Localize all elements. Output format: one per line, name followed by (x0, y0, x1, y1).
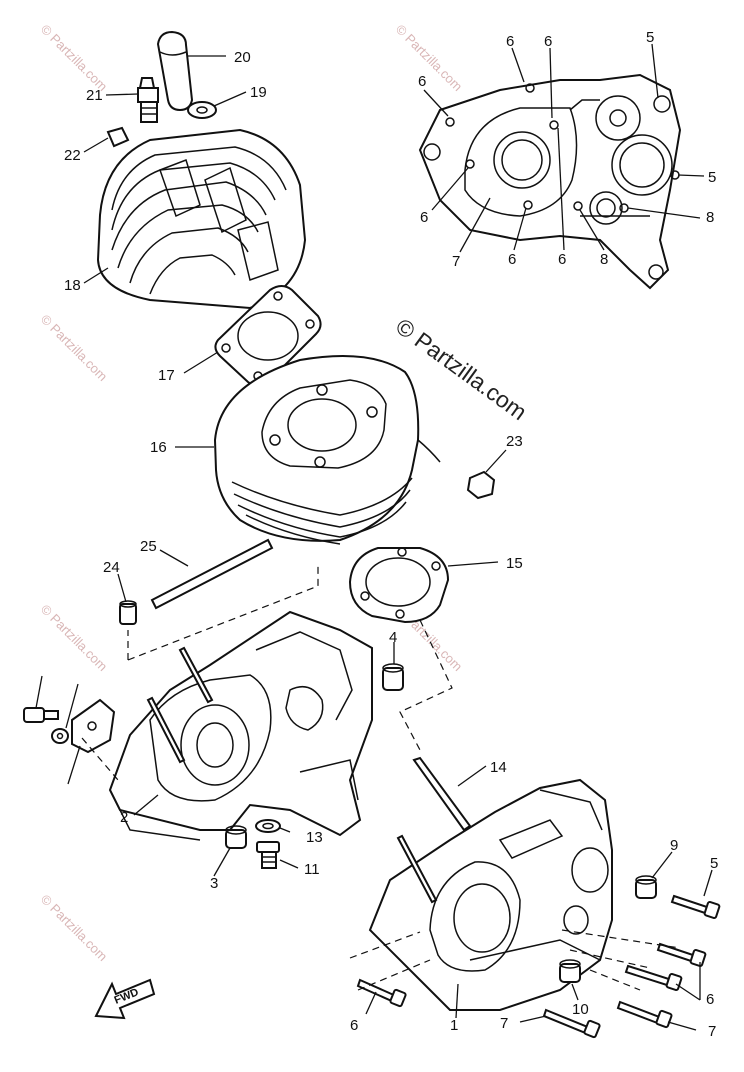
watermark-text: © Partzilla.com (393, 22, 466, 95)
callout-10: 13 (306, 829, 323, 846)
callout-14: 17 (158, 367, 175, 384)
watermark-text: © Partzilla.com (38, 602, 111, 675)
part-12-base-gasket (348, 547, 450, 624)
part-7-bolt (616, 1000, 673, 1029)
part-9-drain-plug (256, 841, 280, 869)
part-24-bolt (23, 707, 59, 723)
callout-12: 15 (506, 555, 523, 572)
callout-8: 9 (670, 837, 678, 854)
fwd-arrow-icon: FWD (94, 978, 156, 1020)
part-25-washer (51, 728, 69, 744)
part-22-rod (150, 538, 274, 610)
watermark-text: © Partzilla.com (38, 892, 111, 965)
callout-7: 8 (706, 209, 714, 226)
callout-2: 2 (120, 809, 128, 826)
part-6-bolt (624, 964, 683, 991)
part-11-stud (412, 756, 472, 832)
callout-9: 11 (304, 861, 320, 878)
callout-6: 6 (350, 1017, 358, 1034)
leader-lines (35, 43, 713, 1031)
callout-7: 7 (708, 1023, 716, 1040)
callout-8: 10 (572, 1001, 589, 1018)
callout-6: 6 (508, 251, 516, 268)
callout-20: 23 (506, 433, 523, 450)
part-20-nut (466, 470, 496, 500)
callout-7: 7 (452, 253, 460, 270)
callout-19: 22 (64, 147, 81, 164)
part-7-bolt (542, 1008, 601, 1039)
watermark-text: © Partzilla.com (38, 312, 111, 385)
callout-3: 3 (210, 875, 218, 892)
part-8-collar (559, 959, 581, 983)
part-5-bolt (670, 894, 721, 919)
part-17-pin (156, 30, 194, 112)
part-18-spark-plug (137, 77, 159, 123)
callouts: 20 19 21 22 18 17 16 23 15 25 24 4 2 3 1… (64, 29, 718, 1040)
callout-22: 25 (140, 538, 157, 555)
callout-7: 8 (600, 251, 608, 268)
part-1-crankcase-right (368, 778, 613, 1011)
callout-18: 21 (86, 87, 103, 104)
callout-15: 18 (64, 277, 81, 294)
part-15-cylinder-head (96, 128, 307, 310)
callout-6: 6 (506, 33, 514, 50)
part-6-bolt (656, 942, 707, 967)
callout-6: 6 (544, 33, 552, 50)
part-19-cap (106, 126, 130, 148)
assembly-lines (81, 566, 681, 991)
callout-5: 5 (710, 855, 718, 872)
callout-16: 19 (250, 84, 267, 101)
callout-11: 14 (490, 759, 507, 776)
part-3-collar (225, 825, 247, 849)
callout-6: 6 (558, 251, 566, 268)
callout-1: 1 (450, 1017, 458, 1034)
callout-6: 6 (420, 209, 428, 226)
part-2-crankcase-left (108, 610, 373, 841)
watermark-text: © Partzilla.com (38, 22, 111, 95)
callout-4: 4 (389, 629, 397, 646)
part-4-collar (382, 663, 404, 691)
callout-13: 16 (150, 439, 167, 456)
part-13-cylinder (213, 355, 441, 545)
callout-7: 7 (500, 1015, 508, 1032)
part-16-washer (187, 101, 217, 119)
part-6-bolt (356, 978, 407, 1008)
callout-5: 5 (646, 29, 654, 46)
callout-17: 20 (234, 49, 251, 66)
part-8-collar (635, 875, 657, 899)
callout-6: 6 (706, 991, 714, 1008)
callout-21: 24 (103, 559, 120, 576)
part-10-gasket (255, 819, 281, 833)
part-21-dowel (119, 600, 137, 625)
callout-6: 6 (418, 73, 426, 90)
callout-5: 5 (708, 169, 716, 186)
part-23-bracket (71, 698, 116, 754)
